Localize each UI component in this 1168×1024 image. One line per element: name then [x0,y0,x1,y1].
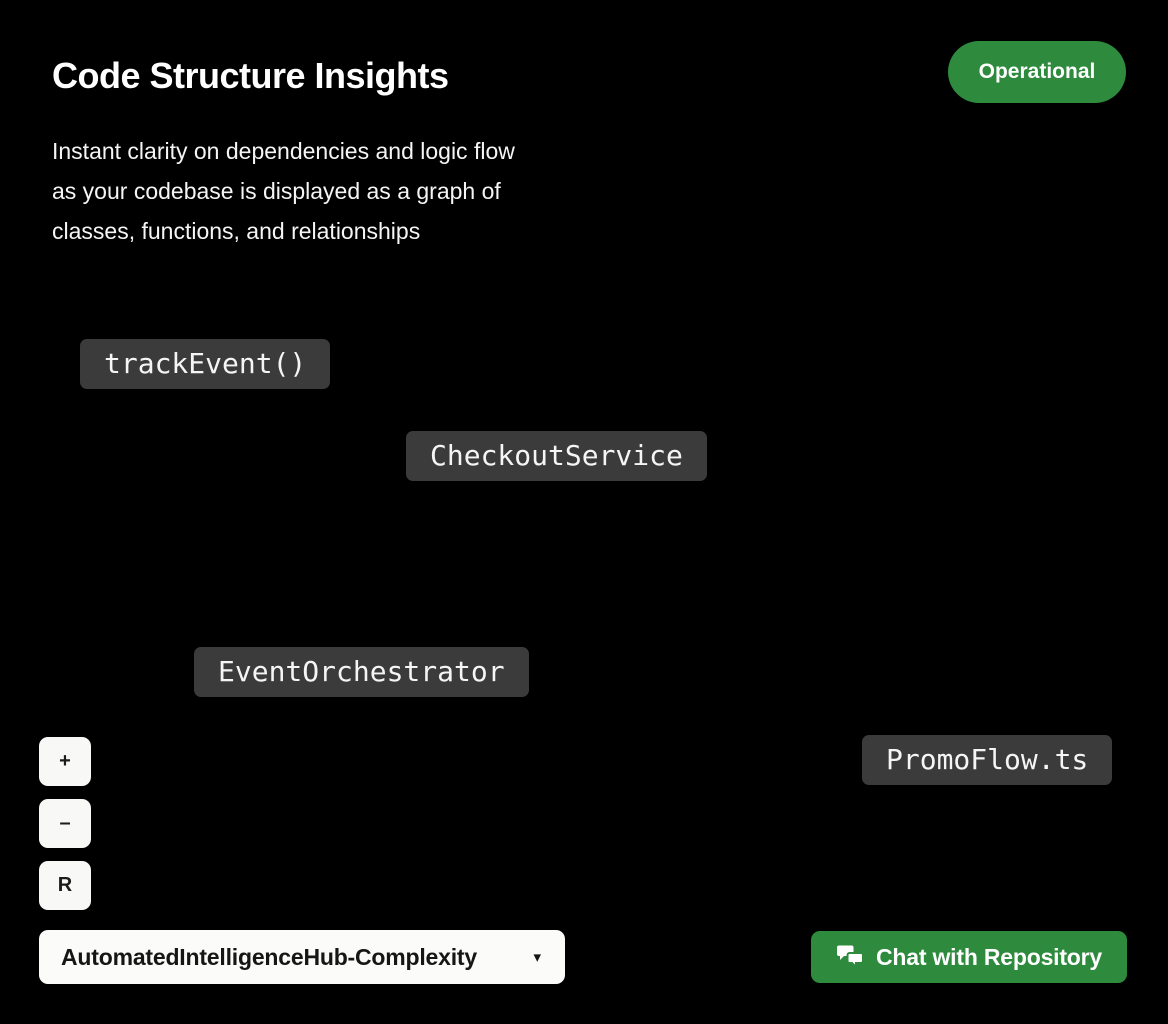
subtitle-line: classes, functions, and relationships [52,218,421,244]
subtitle-line: Instant clarity on dependencies and logi… [52,138,515,164]
chat-bubbles-icon [836,945,864,970]
graph-node-promoflow[interactable]: PromoFlow.ts [862,735,1113,785]
reset-view-button[interactable]: R [39,861,91,910]
subtitle-line: as your codebase is displayed as a graph… [52,178,501,204]
page-subtitle: Instant clarity on dependencies and logi… [52,131,515,251]
zoom-out-button[interactable]: – [39,799,91,848]
page-title: Code Structure Insights [52,55,449,96]
chevron-down-icon: ▾ [533,949,541,966]
repository-selector-dropdown[interactable]: AutomatedIntelligenceHub-Complexity ▾ [39,930,565,984]
status-badge: Operational [948,41,1126,103]
status-badge-label: Operational [978,60,1096,83]
chat-with-repository-button[interactable]: Chat with Repository [811,931,1127,983]
graph-node-trackevent[interactable]: trackEvent() [80,339,331,389]
zoom-in-button[interactable]: + [39,737,91,786]
chat-button-label: Chat with Repository [875,943,1102,970]
graph-node-checkoutservice[interactable]: CheckoutService [406,431,707,481]
repository-selector-value: AutomatedIntelligenceHub-Complexity [61,943,477,970]
graph-node-eventorchestrator[interactable]: EventOrchestrator [194,647,529,697]
